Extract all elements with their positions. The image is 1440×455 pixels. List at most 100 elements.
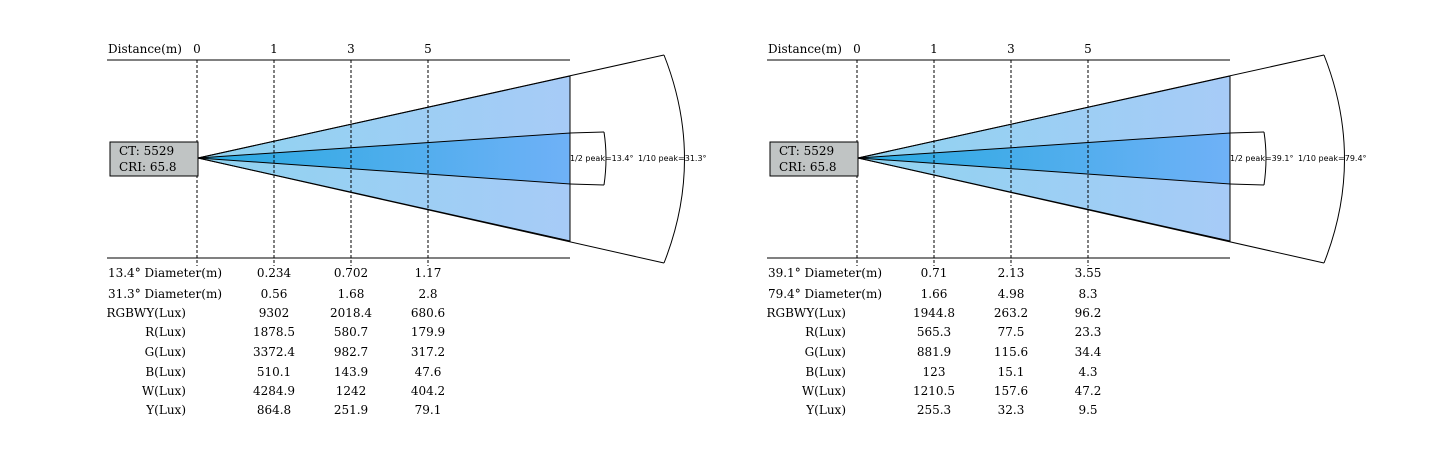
table-cell: 143.9 bbox=[334, 365, 368, 379]
row-label: R(Lux) bbox=[805, 325, 846, 339]
table-cell: 263.2 bbox=[994, 306, 1028, 320]
table-cell: 404.2 bbox=[411, 384, 445, 398]
distance-label: Distance(m) bbox=[108, 42, 182, 56]
photometric-table: 39.1° Diameter(m) 0.71 2.13 3.55 79.4° D… bbox=[766, 266, 1101, 417]
beam-panel-1: Distance(m) 0 1 3 5 1/2 peak=13.4° 1/10 … bbox=[106, 42, 706, 417]
table-cell: 79.1 bbox=[415, 403, 442, 417]
table-cell: 9.5 bbox=[1078, 403, 1097, 417]
table-cell: 115.6 bbox=[994, 345, 1028, 359]
inner-angle-arc bbox=[603, 131, 607, 186]
table-cell: 1210.5 bbox=[913, 384, 955, 398]
outer-angle-arc bbox=[663, 54, 685, 264]
table-cell: 251.9 bbox=[334, 403, 368, 417]
table-cell: 1242 bbox=[336, 384, 367, 398]
table-cell: 881.9 bbox=[917, 345, 951, 359]
table-cell: 47.2 bbox=[1075, 384, 1102, 398]
row-label: RGBWY(Lux) bbox=[106, 306, 186, 320]
table-cell: 2018.4 bbox=[330, 306, 372, 320]
distance-tick-label: 0 bbox=[193, 42, 201, 56]
row-label: R(Lux) bbox=[145, 325, 186, 339]
row-label: 13.4° Diameter(m) bbox=[108, 266, 222, 280]
table-cell: 565.3 bbox=[917, 325, 951, 339]
table-cell: 179.9 bbox=[411, 325, 445, 339]
outer-angle-line bbox=[857, 157, 1325, 264]
table-cell: 4.3 bbox=[1078, 365, 1097, 379]
inner-beam-cone bbox=[857, 132, 1231, 185]
outer-angle-line bbox=[197, 157, 665, 264]
table-cell: 580.7 bbox=[334, 325, 368, 339]
row-label: G(Lux) bbox=[145, 345, 186, 359]
table-cell: 47.6 bbox=[415, 365, 442, 379]
table-cell: 3.55 bbox=[1075, 266, 1102, 280]
inner-angle-arc bbox=[1263, 131, 1267, 186]
table-cell: 1944.8 bbox=[913, 306, 955, 320]
inner-angle-line bbox=[569, 131, 605, 134]
row-label: B(Lux) bbox=[145, 365, 186, 379]
table-cell: 4.98 bbox=[998, 287, 1025, 301]
cri-value: CRI: 65.8 bbox=[779, 160, 837, 174]
inner-angle-line bbox=[1229, 131, 1265, 134]
tenth-peak-label: 1/10 peak=79.4° bbox=[1298, 154, 1367, 163]
table-cell: 1.68 bbox=[338, 287, 365, 301]
table-cell: 96.2 bbox=[1075, 306, 1102, 320]
table-cell: 0.702 bbox=[334, 266, 368, 280]
distance-label: Distance(m) bbox=[768, 42, 842, 56]
table-cell: 0.234 bbox=[257, 266, 292, 280]
table-cell: 23.3 bbox=[1075, 325, 1102, 339]
table-cell: 0.56 bbox=[261, 287, 288, 301]
row-label: RGBWY(Lux) bbox=[766, 306, 846, 320]
table-cell: 32.3 bbox=[998, 403, 1025, 417]
table-cell: 1.66 bbox=[921, 287, 948, 301]
table-cell: 4284.9 bbox=[253, 384, 295, 398]
half-peak-label: 1/2 peak=39.1° bbox=[1230, 154, 1293, 163]
beam-panel-2: Distance(m) 0 1 3 5 1/2 peak=39.1° 1/10 … bbox=[766, 42, 1366, 417]
tenth-peak-label: 1/10 peak=31.3° bbox=[638, 154, 707, 163]
ct-value: CT: 5529 bbox=[119, 144, 174, 158]
table-cell: 157.6 bbox=[994, 384, 1028, 398]
info-box bbox=[769, 141, 859, 177]
distance-tick-label: 1 bbox=[930, 42, 938, 56]
distance-tick-label: 3 bbox=[1007, 42, 1015, 56]
row-label: Y(Lux) bbox=[145, 403, 186, 417]
inner-angle-line bbox=[569, 183, 605, 186]
table-cell: 510.1 bbox=[257, 365, 291, 379]
table-cell: 1.17 bbox=[415, 266, 442, 280]
table-cell: 77.5 bbox=[998, 325, 1025, 339]
table-cell: 2.8 bbox=[418, 287, 437, 301]
half-peak-label: 1/2 peak=13.4° bbox=[570, 154, 633, 163]
table-cell: 2.13 bbox=[998, 266, 1025, 280]
row-label: W(Lux) bbox=[802, 384, 846, 398]
row-label: G(Lux) bbox=[805, 345, 846, 359]
table-cell: 3372.4 bbox=[253, 345, 295, 359]
table-cell: 255.3 bbox=[917, 403, 951, 417]
photometric-table: 13.4° Diameter(m) 0.234 0.702 1.17 31.3°… bbox=[106, 266, 445, 417]
info-box bbox=[109, 141, 199, 177]
table-cell: 0.71 bbox=[921, 266, 948, 280]
row-label: Y(Lux) bbox=[805, 403, 846, 417]
table-cell: 9302 bbox=[259, 306, 290, 320]
inner-angle-line bbox=[1229, 183, 1265, 186]
row-label: 79.4° Diameter(m) bbox=[768, 287, 882, 301]
row-label: 39.1° Diameter(m) bbox=[768, 266, 882, 280]
table-cell: 8.3 bbox=[1078, 287, 1097, 301]
table-cell: 982.7 bbox=[334, 345, 368, 359]
distance-tick-label: 0 bbox=[853, 42, 861, 56]
table-cell: 680.6 bbox=[411, 306, 445, 320]
outer-angle-line bbox=[857, 54, 1325, 159]
ct-value: CT: 5529 bbox=[779, 144, 834, 158]
table-cell: 15.1 bbox=[998, 365, 1025, 379]
table-cell: 317.2 bbox=[411, 345, 445, 359]
table-cell: 123 bbox=[923, 365, 946, 379]
outer-angle-line bbox=[197, 54, 665, 159]
distance-tick-label: 1 bbox=[270, 42, 278, 56]
inner-beam-cone bbox=[197, 132, 571, 185]
table-cell: 34.4 bbox=[1075, 345, 1102, 359]
table-cell: 1878.5 bbox=[253, 325, 295, 339]
table-cell: 864.8 bbox=[257, 403, 291, 417]
distance-tick-label: 3 bbox=[347, 42, 355, 56]
row-label: B(Lux) bbox=[805, 365, 846, 379]
row-label: W(Lux) bbox=[142, 384, 186, 398]
distance-tick-label: 5 bbox=[424, 42, 432, 56]
